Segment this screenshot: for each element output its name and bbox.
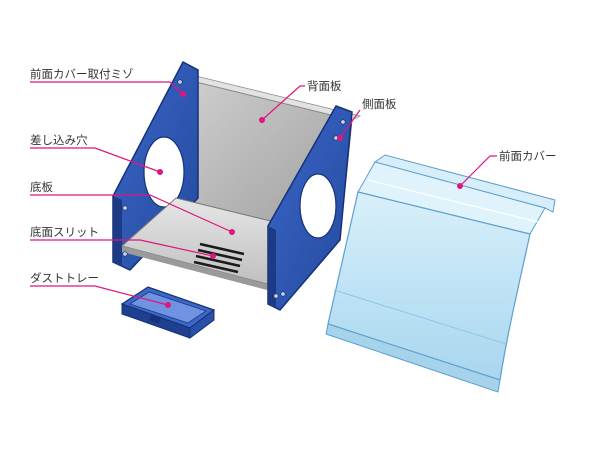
leader-bottom-slit xyxy=(30,239,214,257)
dust-tray-shape xyxy=(120,286,216,339)
bottom-panel-front-edge xyxy=(122,246,290,296)
leader-front-cover xyxy=(459,155,497,187)
right-side-hole xyxy=(299,173,337,239)
leader-dots xyxy=(157,91,463,308)
label-insertion-hole: 差し込み穴 xyxy=(30,133,88,147)
front-cover-shape xyxy=(325,154,556,393)
leader-front-cover-mount xyxy=(30,81,184,95)
leader-dust-tray xyxy=(30,285,169,306)
front-cover-highlight xyxy=(367,179,539,223)
dust-tray-handle xyxy=(149,314,161,324)
leader-side-panel xyxy=(339,109,361,139)
dust-tray-side xyxy=(189,309,215,339)
leader-back-panel xyxy=(261,85,305,121)
label-back-panel: 背面板 xyxy=(307,79,342,93)
leader-bottom-panel xyxy=(30,194,233,233)
left-side-panel-edge xyxy=(113,196,122,266)
label-bottom-slit: 底面スリット xyxy=(30,225,99,239)
dust-box-assembly xyxy=(112,60,362,311)
front-cover-fold-line xyxy=(333,289,507,345)
leader-lines xyxy=(30,81,497,306)
leader-insertion-hole xyxy=(30,147,161,173)
insertion-hole-shape xyxy=(143,136,185,208)
label-front-cover-mount: 前面カバー取付ミゾ xyxy=(30,67,134,81)
label-front-cover: 前面カバー xyxy=(499,149,557,163)
bottom-slit-shape xyxy=(193,242,245,274)
label-dust-tray: ダストトレー xyxy=(30,271,99,285)
label-bottom-panel: 底板 xyxy=(30,180,53,194)
front-cover-bottom-lip xyxy=(325,323,501,393)
right-side-panel-edge xyxy=(268,226,276,308)
label-side-panel: 側面板 xyxy=(362,97,397,111)
